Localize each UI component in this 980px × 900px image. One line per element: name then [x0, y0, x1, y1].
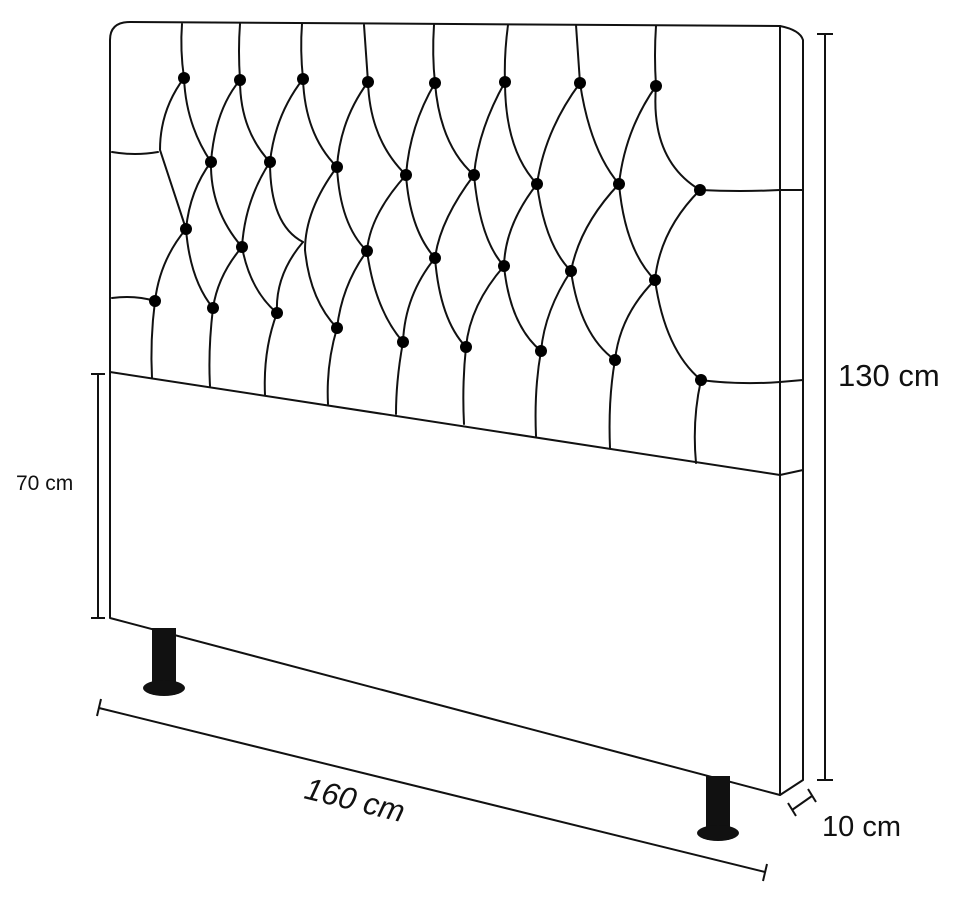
label-height-lower: 70 cm	[16, 472, 73, 495]
legs	[143, 628, 739, 841]
label-depth: 10 cm	[822, 811, 901, 843]
dimension-lines	[91, 33, 833, 882]
label-height-total: 130 cm	[838, 358, 940, 393]
headboard-front-face	[109, 21, 781, 796]
depth-dimension-line	[787, 788, 817, 817]
height-dimension-line	[817, 33, 833, 781]
panel-divider-line	[109, 371, 804, 476]
lower-height-dimension-line	[91, 373, 105, 619]
leg-right	[697, 776, 739, 841]
leg-left	[143, 628, 185, 696]
tufting-buttons	[149, 72, 707, 386]
headboard	[109, 21, 804, 796]
headboard-side-face	[779, 25, 804, 796]
width-dimension-line	[96, 698, 768, 882]
